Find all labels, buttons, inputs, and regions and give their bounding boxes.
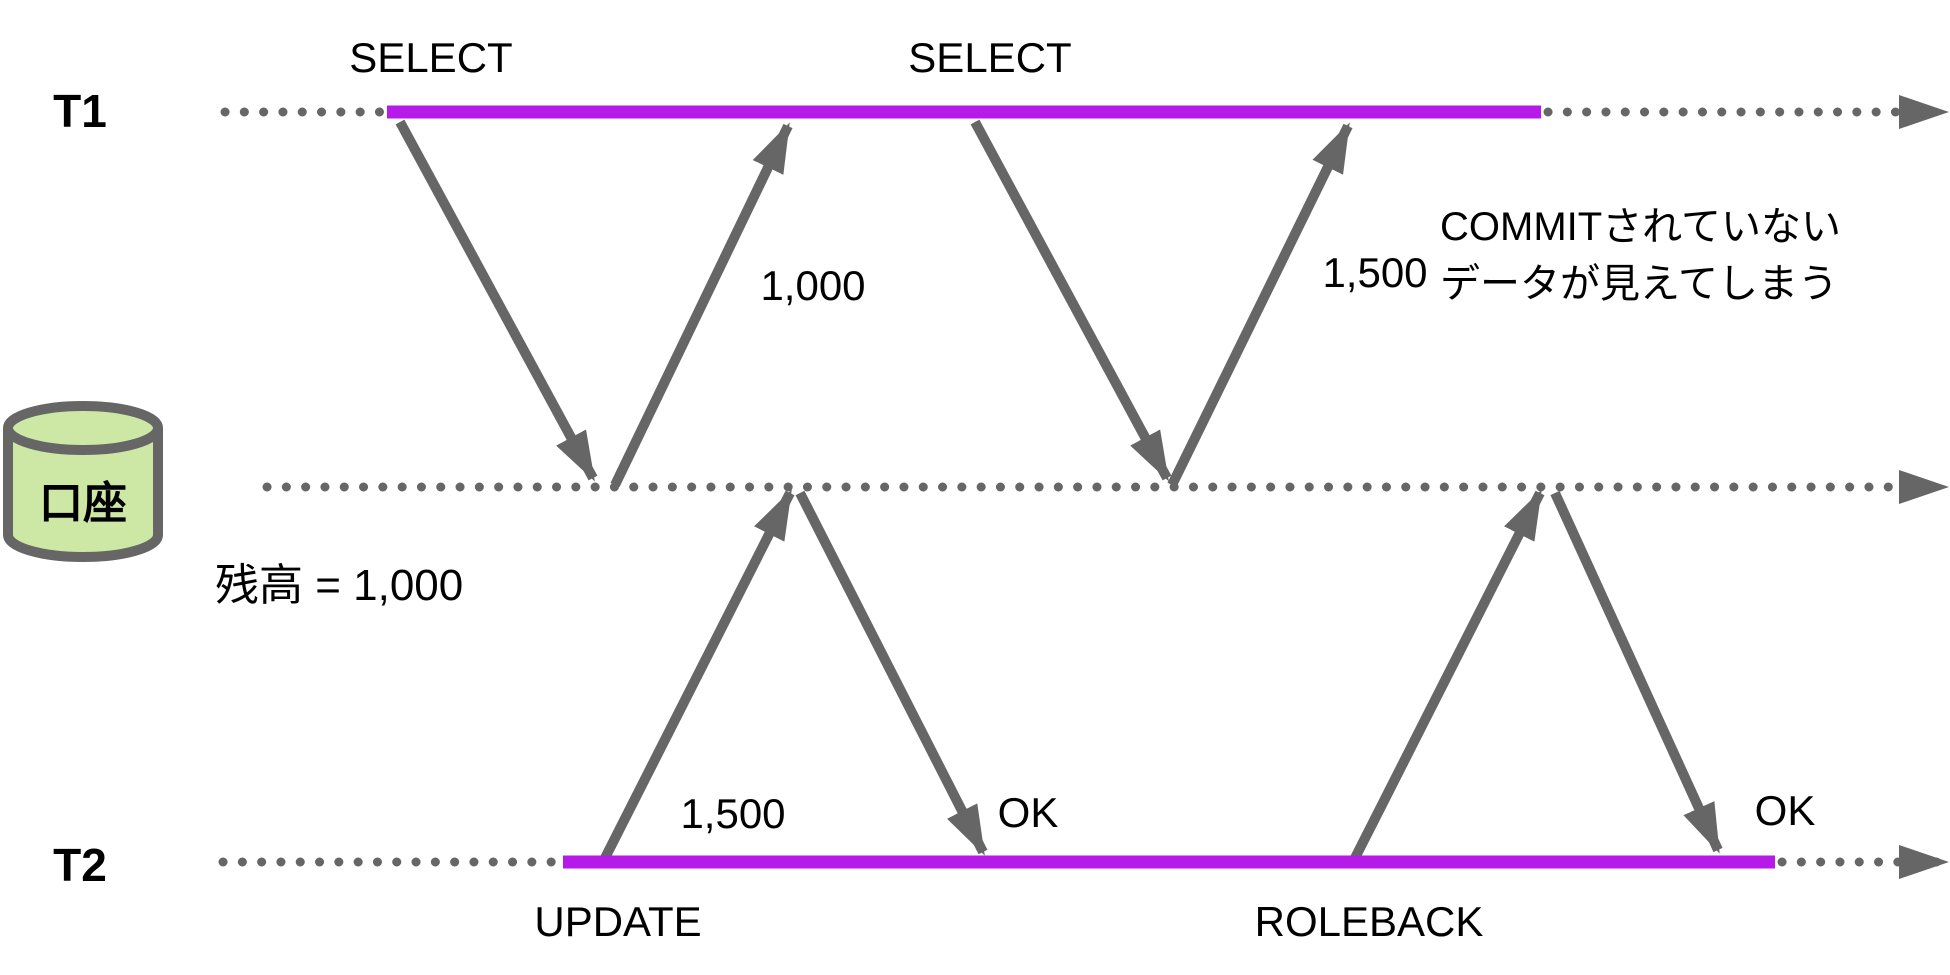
t2-rollback-ack-label: OK (1755, 787, 1816, 834)
db-icon-label: 口座 (39, 479, 127, 528)
arrow-t1-select1-query (395, 119, 598, 482)
arrow-db-response-1000 (610, 122, 793, 488)
db-balance-text: 残高 = 1,000 (215, 561, 463, 610)
t2-lane-label: T2 (53, 839, 107, 891)
arrow-t2-rollback-request (1350, 489, 1545, 861)
arrow-t2-update-request (600, 489, 795, 861)
arrow-db-update-ack (795, 490, 988, 856)
database-cylinder-body (2, 428, 163, 562)
t1-first-read-value: 1,000 (760, 262, 865, 309)
t2-update-label: UPDATE (534, 898, 701, 945)
t2-rollback-label: ROLEBACK (1255, 898, 1484, 945)
arrow-db-response-1500 (1167, 122, 1353, 488)
dirty-read-note-line1: COMMITされていない (1440, 205, 1841, 249)
dirty-read-note-line2: データが見えてしまう (1440, 262, 1838, 306)
arrow-t1-select2-query (970, 119, 1172, 482)
t1-second-read-value: 1,500 (1322, 249, 1427, 296)
t1-select-second-label: SELECT (908, 34, 1071, 81)
database-cylinder-top (3, 401, 163, 455)
t1-lane-label: T1 (53, 85, 107, 137)
t2-update-ack-label: OK (998, 789, 1059, 836)
database-cylinder-icon: 口座 (2, 401, 163, 562)
arrow-db-rollback-ack (1550, 490, 1723, 854)
t1-select-first-label: SELECT (349, 34, 512, 81)
t2-update-value: 1,500 (680, 790, 785, 837)
